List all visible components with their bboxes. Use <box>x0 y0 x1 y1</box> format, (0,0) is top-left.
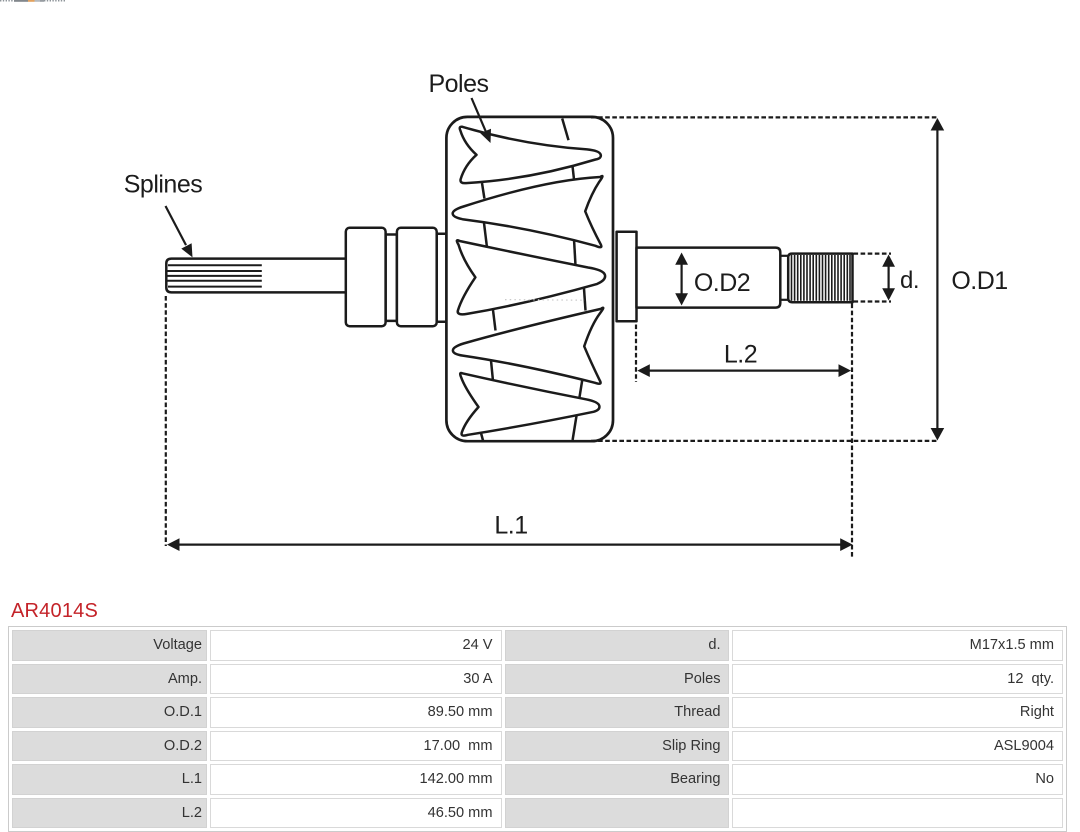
svg-text:Poles: Poles <box>428 70 488 98</box>
svg-text:L.1: L.1 <box>494 512 527 540</box>
svg-text:d.: d. <box>900 267 919 294</box>
svg-text:O.D1: O.D1 <box>951 267 1007 295</box>
svg-text:L.2: L.2 <box>724 340 757 368</box>
svg-text:Splines: Splines <box>124 171 203 199</box>
svg-text:O.D2: O.D2 <box>694 269 750 297</box>
